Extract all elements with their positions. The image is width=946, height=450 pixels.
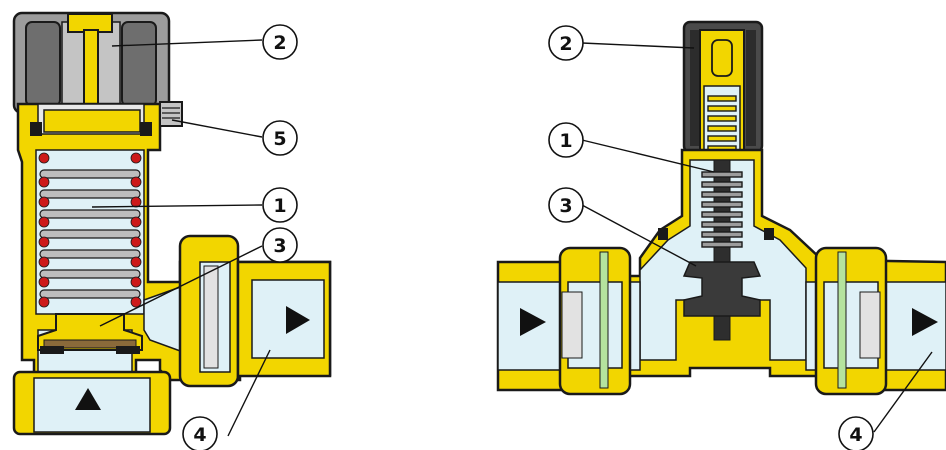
arrow-right-icon xyxy=(286,306,310,334)
callout-label: 3 xyxy=(273,235,286,257)
left-valve: 2 5 1 3 4 xyxy=(12,11,332,450)
right-callout-1: 1 xyxy=(548,122,715,173)
right-bonnet xyxy=(699,29,745,161)
left-spring xyxy=(38,152,142,308)
left-callout-2: 2 xyxy=(111,24,298,60)
left-valve-disc xyxy=(37,313,143,354)
callout-label: 2 xyxy=(559,33,572,55)
arrow-up-icon xyxy=(75,388,101,410)
right-callout-2: 2 xyxy=(548,25,695,61)
right-callout-3: 3 xyxy=(548,187,697,267)
callout-label: 1 xyxy=(559,130,572,152)
left-callout-4: 4 xyxy=(182,349,271,450)
callout-label: 4 xyxy=(849,424,862,446)
arrow-right-icon xyxy=(912,308,938,336)
callout-label: 4 xyxy=(193,424,206,446)
left-callout-3: 3 xyxy=(99,227,298,327)
right-spring-and-plunger xyxy=(682,159,762,341)
right-valve: 2 1 3 4 xyxy=(496,20,946,450)
arrow-right-icon xyxy=(520,308,546,336)
callout-label: 5 xyxy=(273,128,286,150)
callout-label: 3 xyxy=(559,195,572,217)
callout-label: 2 xyxy=(273,32,286,54)
right-callout-4: 4 xyxy=(838,351,933,450)
left-callout-1: 1 xyxy=(91,187,298,223)
left-callout-5: 5 xyxy=(171,119,298,156)
callout-label: 1 xyxy=(273,195,286,217)
